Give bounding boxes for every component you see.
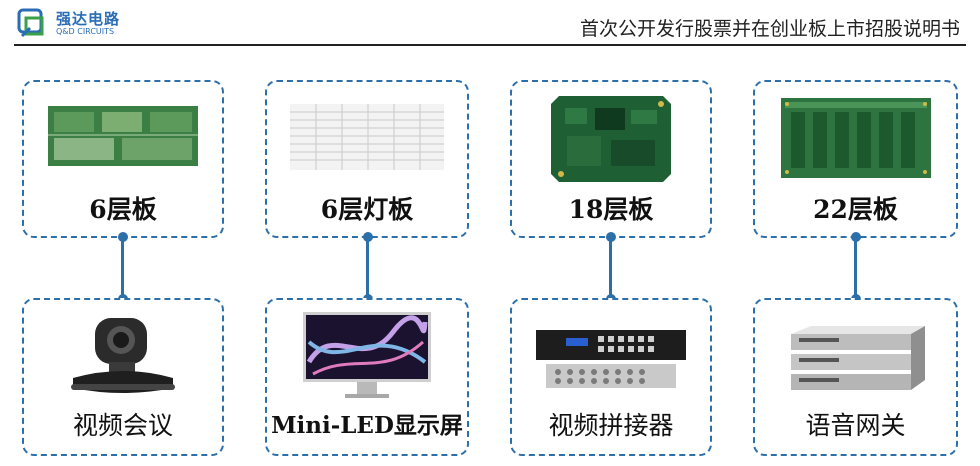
pcb-board-dark-green-icon (551, 96, 671, 182)
product-card-video-switcher: 视频拼接器 (510, 298, 712, 456)
logo-mark-icon (17, 8, 44, 38)
logo-text-cn: 强达电路 (56, 10, 121, 28)
product-card-voice-gateway: 语音网关 (753, 298, 958, 456)
connector-line (609, 237, 612, 299)
connector-dot (606, 232, 616, 242)
board-card-22-layer: 22层板 (753, 80, 958, 238)
led-light-board-icon (290, 104, 444, 170)
product-card-mini-led: Mini-LED显示屏 (265, 298, 469, 456)
connector-dot (118, 232, 128, 242)
company-logo: 强达电路 Q&D CIRCUITS (16, 6, 146, 42)
product-label: 语音网关 (805, 411, 906, 440)
board-card-6-layer-light: 6层灯板 (265, 80, 469, 238)
page-header: 强达电路 Q&D CIRCUITS 首次公开发行股票并在创业板上市招股说明书 (0, 0, 980, 46)
video-matrix-switcher-icon (536, 330, 686, 388)
board-card-18-layer: 18层板 (510, 80, 712, 238)
document-title: 首次公开发行股票并在创业板上市招股说明书 (579, 18, 960, 40)
connector-line (121, 237, 124, 299)
connector-dot (363, 232, 373, 242)
product-label: 视频会议 (72, 411, 173, 440)
voice-gateway-icon (790, 326, 925, 390)
board-label: 18层板 (568, 195, 654, 224)
product-label: Mini-LED显示屏 (271, 412, 463, 439)
board-label: 22层板 (813, 195, 898, 224)
logo-text-en: Q&D CIRCUITS (56, 27, 115, 36)
mini-led-display-icon (303, 312, 431, 398)
board-label: 6层灯板 (320, 195, 414, 224)
product-card-video-conference: 视频会议 (22, 298, 224, 456)
board-card-6-layer: 6层板 (22, 80, 224, 238)
connector-line (366, 237, 369, 299)
connector-dot (851, 232, 861, 242)
product-label: 视频拼接器 (548, 411, 674, 440)
conference-camera-icon (71, 318, 175, 393)
pcb-board-wide-icon (780, 98, 931, 178)
board-label: 6层板 (89, 195, 157, 224)
header-divider (14, 44, 966, 46)
pcb-board-green-icon (48, 106, 198, 166)
connector-line (854, 237, 857, 299)
